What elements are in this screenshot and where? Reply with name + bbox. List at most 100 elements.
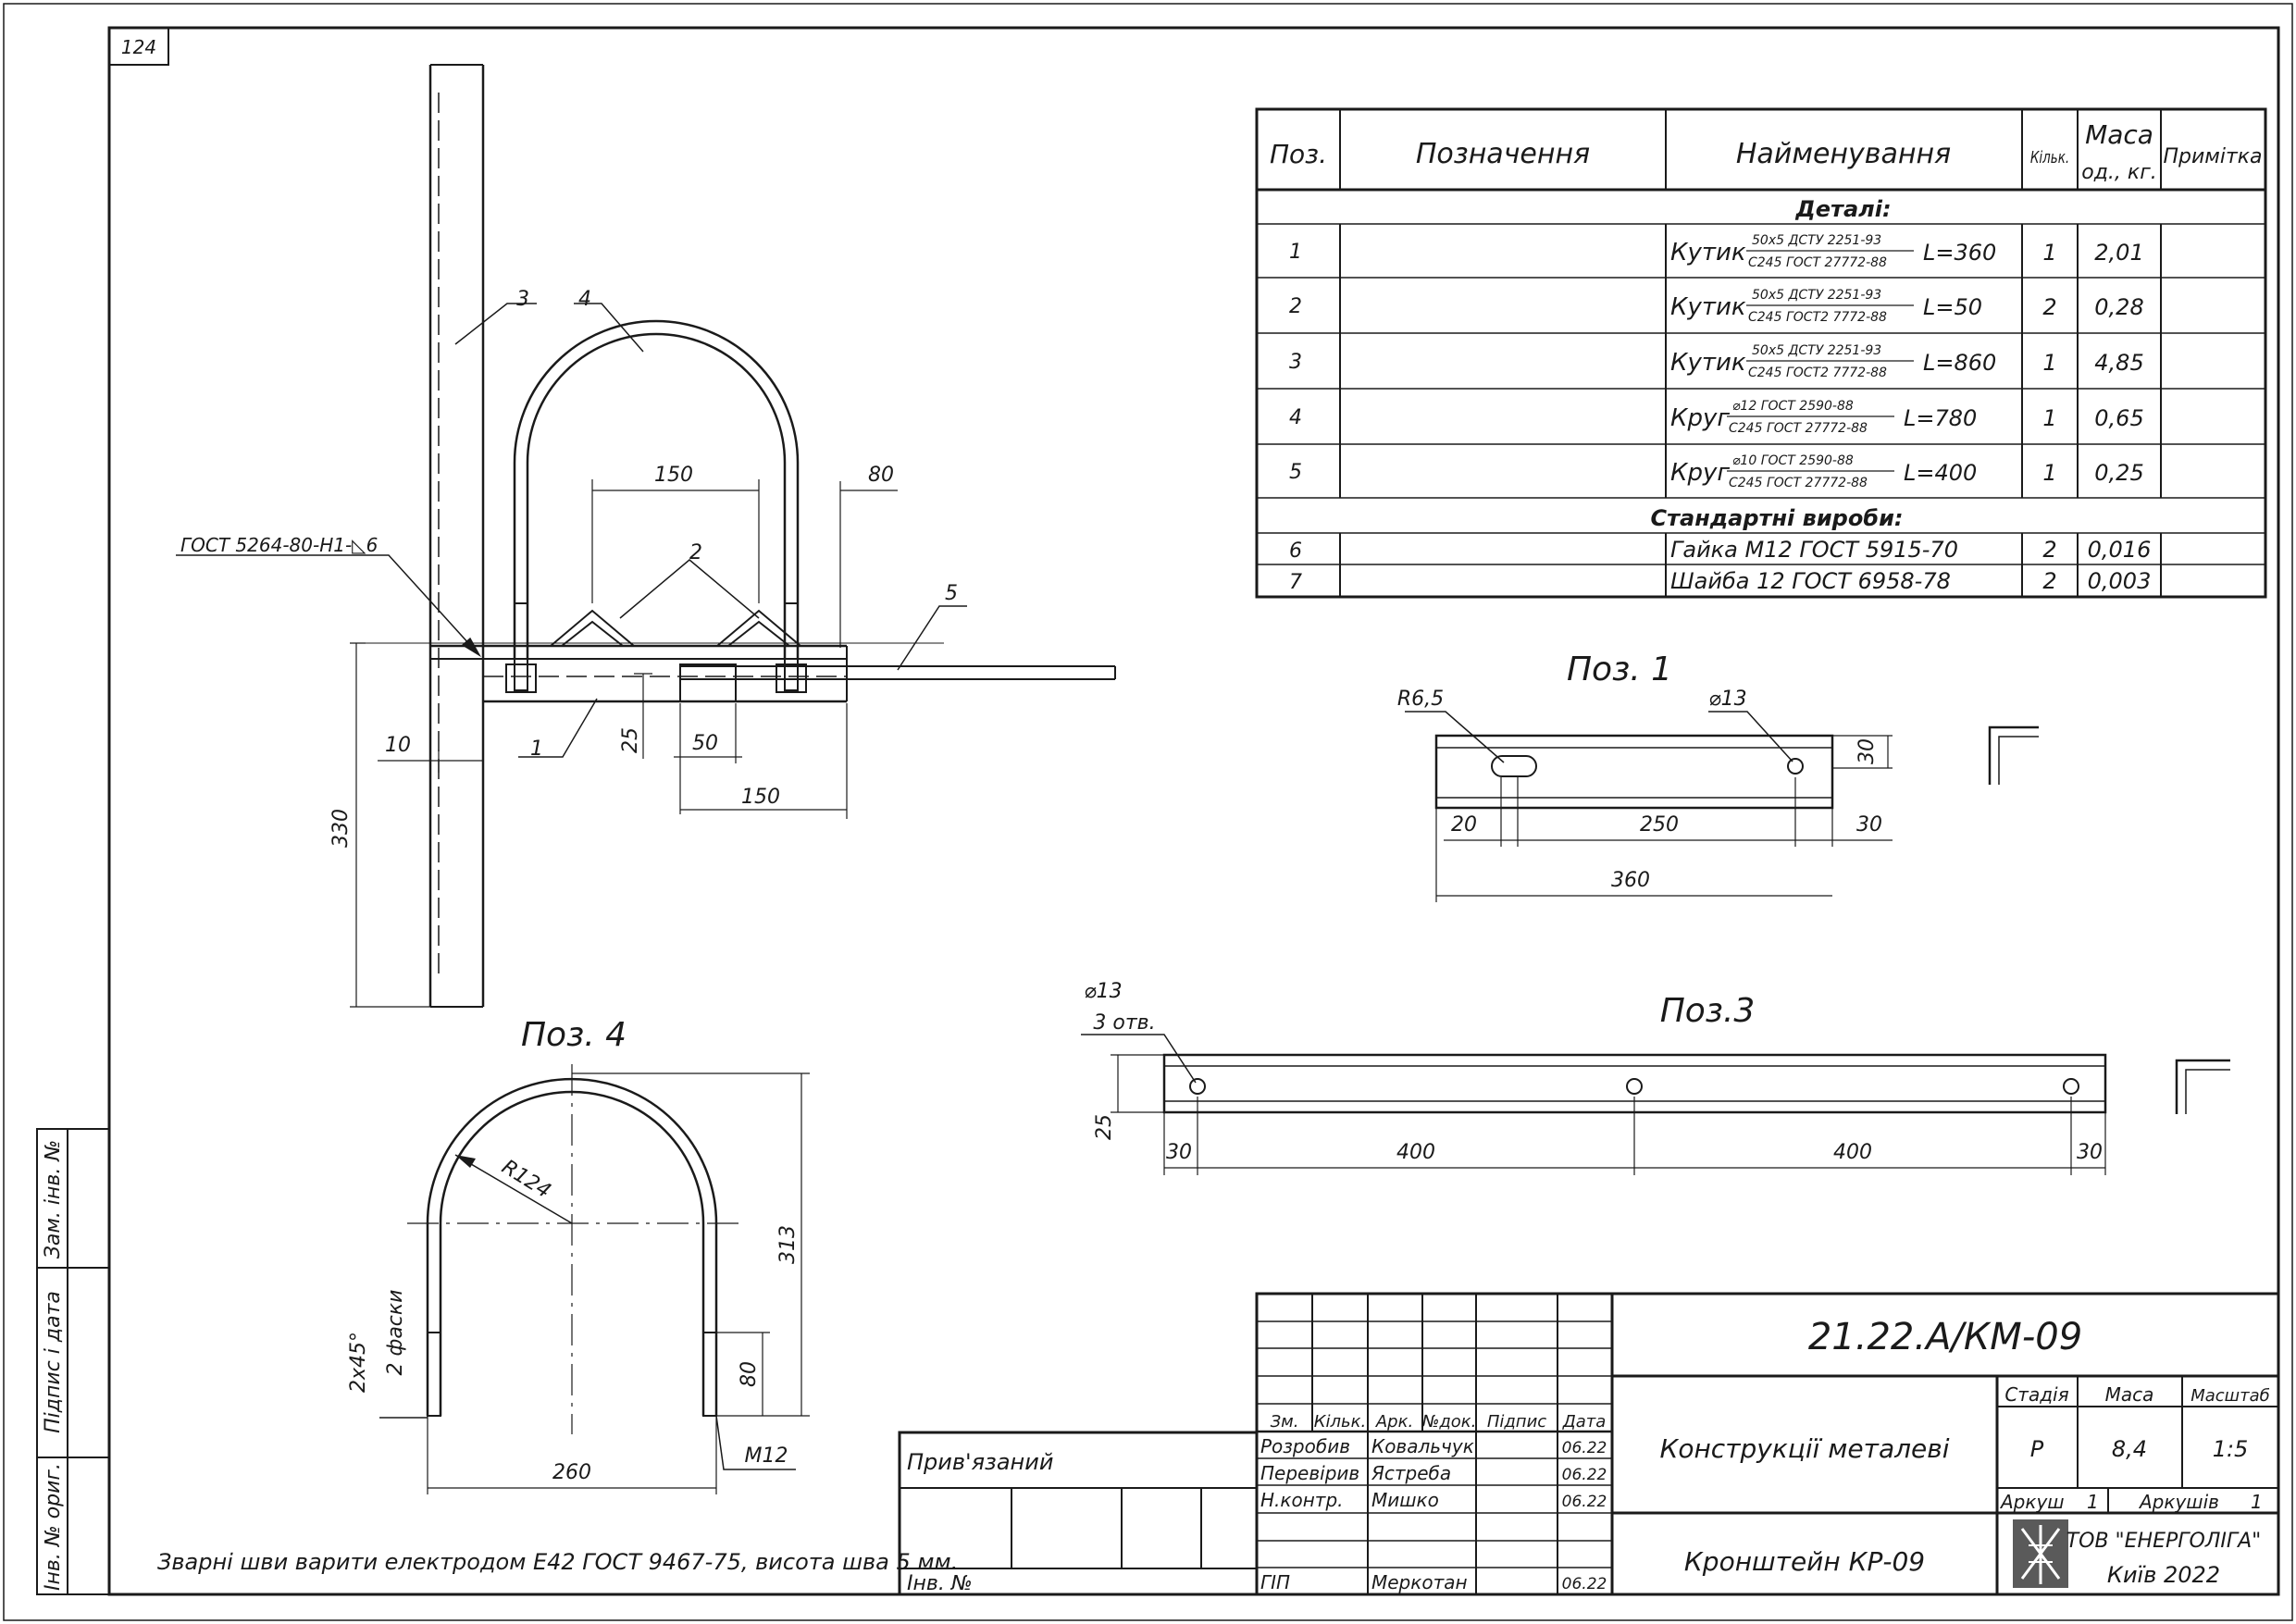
title-block: Зм. Кільк. Арк. №док. Підпис Дата Розроб… [1255,1292,2280,1596]
poz4-view: Поз. 4 R124 313 80 260 М12 2х45° 2 фаски [347,1016,810,1494]
standard-row-6: 6 Гайка М12 ГОСТ 5915-70 2 0,016 [1289,537,2151,563]
poz3-dim-25: 25 [1093,1114,1116,1140]
main-assembly-view: 3 4 2 5 1 ГОСТ 5264-80-Н1-◺6 150 80 330 … [176,64,1116,1008]
dim-80: 80 [868,464,894,487]
header-mass-top: Маса [2085,119,2153,150]
zam-inv-label: Зам. інв. № [42,1140,65,1259]
spec-row-fraction-denominator: С245 ГОСТ 27772-88 [1729,421,1868,436]
poz1-dim-30: 30 [1856,813,1882,837]
dim-25: 25 [619,727,642,753]
poz4-dim-260: 260 [552,1461,591,1484]
role-norm-control: Н.контр. [1260,1489,1344,1511]
role-developed: Розробив [1260,1435,1350,1457]
std-row-qty: 2 [2042,537,2056,563]
header-qty: Кільк. [2030,147,2069,167]
spec-row-prefix: Кутик [1670,349,1746,377]
weld-note: Зварні шви варити електродом Е42 ГОСТ 94… [157,1549,958,1575]
spec-row-mass: 0,65 [2094,405,2143,431]
date-developed: 06.22 [1562,1439,1607,1457]
poz1-dim-360: 360 [1611,869,1650,892]
poz4-chamfer-a: 2х45° [347,1332,370,1393]
name-checked: Ястреба [1371,1462,1451,1484]
spec-row-fraction-denominator: С245 ГОСТ 27772-88 [1748,255,1887,270]
spec-row-mass: 0,25 [2094,460,2143,486]
poz4-title: Поз. 4 [521,1016,627,1054]
date-norm-control: 06.22 [1562,1493,1607,1511]
date-checked: 06.22 [1562,1466,1607,1484]
spec-row-pos: 3 [1289,351,1302,374]
poz3-dim-30-right: 30 [2077,1141,2103,1164]
poz3-view: Поз.3 ⌀13 3 отв. 25 30 400 400 30 [1081,980,2230,1175]
mass-label: Маса [2105,1383,2154,1406]
spec-row-qty: 1 [2042,405,2056,431]
spec-row-fraction-denominator: С245 ГОСТ2 7772-88 [1748,366,1887,380]
leader-1-label: 1 [530,738,543,761]
spec-row-prefix: Круг [1670,459,1730,487]
spec-row-qty: 1 [2042,240,2056,266]
section-title: Конструкції металеві [1659,1433,1949,1464]
leader-2-label: 2 [689,541,702,564]
poz1-hole-label: ⌀13 [1708,688,1746,711]
spec-row-pos: 1 [1289,241,1302,264]
poz4-dim-80: 80 [738,1361,761,1387]
std-row-qty: 2 [2042,568,2056,594]
poz1-dim-30-side: 30 [1855,738,1879,764]
name-gip: Меркотан [1371,1571,1468,1593]
leader-5-label: 5 [945,582,958,605]
stage-value: Р [2030,1436,2044,1462]
header-pos: Поз. [1270,139,1327,169]
std-row-name: Гайка М12 ГОСТ 5915-70 [1670,537,1958,563]
header-note: Примітка [2163,145,2262,168]
spec-row-fraction-numerator: 50х5 ДСТУ 2251-93 [1752,288,1881,303]
scale-label: Масштаб [2191,1386,2270,1406]
poz4-thread: М12 [745,1444,788,1468]
poz3-holes-count: 3 отв. [1093,1011,1155,1035]
spec-row-pos: 4 [1289,406,1302,429]
poz4-dim-313: 313 [776,1225,800,1264]
date-gip: 06.22 [1562,1575,1607,1593]
drawing-name: Кронштейн КР-09 [1684,1546,1925,1577]
spec-row-pos: 2 [1289,295,1302,318]
company-city: Київ 2022 [2107,1562,2220,1588]
binding-inv-label: Інв. № [907,1572,973,1595]
sheets-label: Аркушів [2138,1491,2219,1513]
std-row-mass: 0,016 [2088,537,2152,563]
spec-row-fraction-numerator: ⌀10 ГОСТ 2590-88 [1732,453,1854,468]
col-zm: Зм. [1271,1412,1299,1432]
spec-row-prefix: Кутик [1670,239,1746,267]
spec-row-pos: 5 [1289,461,1302,484]
company-logo [2013,1519,2068,1588]
spec-row-prefix: Круг [1670,404,1730,432]
poz1-radius-label: R6,5 [1397,688,1444,711]
poz3-dim-30-left: 30 [1166,1141,1192,1164]
spec-row-prefix: Кутик [1670,293,1746,321]
signature-date-label: Підпис і дата [42,1291,65,1433]
spec-row-fraction-denominator: С245 ГОСТ 27772-88 [1729,476,1868,490]
leader-4-label: 4 [578,288,591,311]
dim-150-top: 150 [654,464,693,487]
spec-row-fraction-numerator: 50х5 ДСТУ 2251-93 [1752,343,1881,358]
name-norm-control: Мишко [1371,1489,1439,1511]
side-stamp: Зам. інв. № Підпис і дата Інв. № ориг. [36,1128,110,1595]
sheet-value: 1 [2087,1491,2099,1513]
spec-row-length: L=860 [1923,350,1996,376]
binding-stamp: Прив'язаний Інв. № [898,1431,1259,1596]
sheet-number-box [108,27,169,66]
binding-label: Прив'язаний [907,1449,1053,1475]
col-ndok: №док. [1421,1412,1477,1432]
doc-code: 21.22.А/КМ-09 [1808,1316,2082,1358]
spec-table: Поз. Позначення Найменування Кільк. Маса… [1255,107,2267,599]
poz4-chamfer-b: 2 фаски [384,1290,407,1376]
company-name: ТОВ "ЕНЕРГОЛІГА" [2066,1530,2262,1553]
stage-label: Стадія [2004,1383,2068,1406]
spec-row-mass: 0,28 [2094,294,2143,320]
col-kilk: Кільк. [1314,1412,1367,1432]
std-row-mass: 0,003 [2088,568,2152,594]
dim-10: 10 [385,734,411,757]
inv-orig-label: Інв. № ориг. [42,1463,65,1591]
sheet-label: Аркуш [1999,1491,2065,1513]
standard-row-7: 7 Шайба 12 ГОСТ 6958-78 2 0,003 [1289,568,2151,594]
